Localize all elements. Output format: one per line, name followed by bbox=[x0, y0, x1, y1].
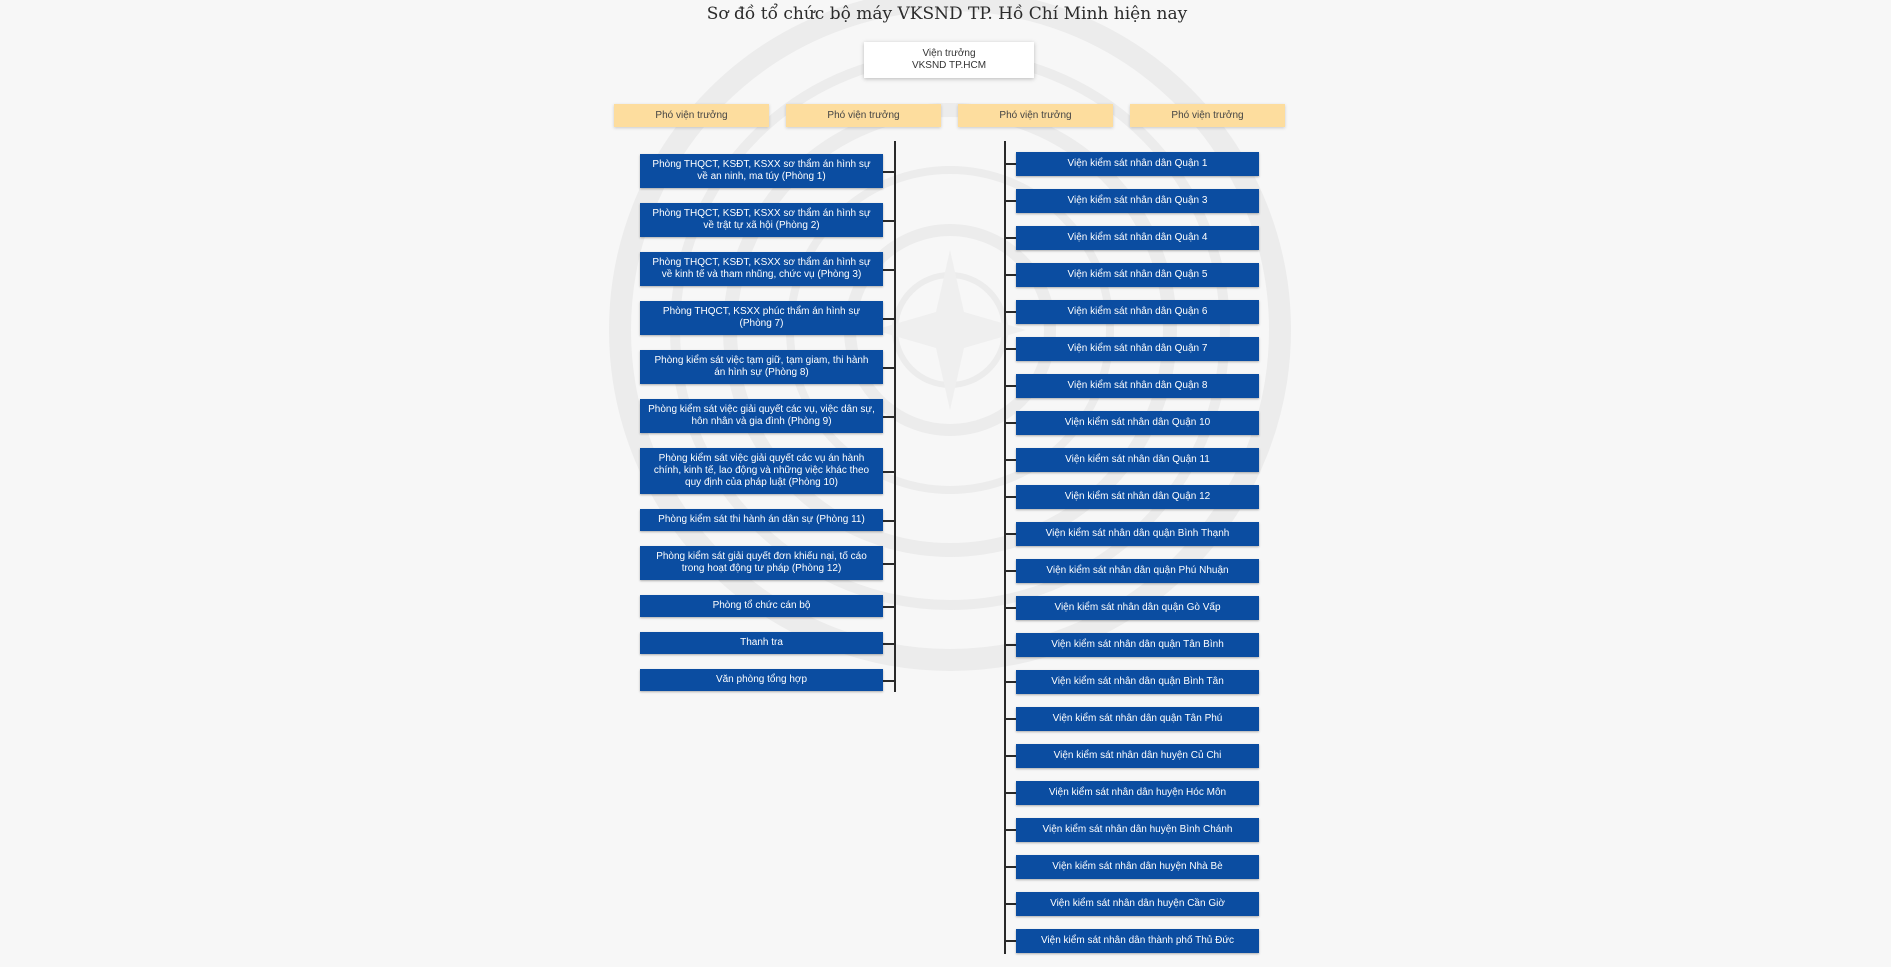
unit-connector bbox=[1004, 940, 1016, 942]
district-unit-box: Viện kiểm sát nhân dân Quận 3 bbox=[1016, 189, 1259, 213]
district-unit-box: Viện kiểm sát nhân dân Quận 4 bbox=[1016, 226, 1259, 250]
district-unit-box: Viện kiểm sát nhân dân huyện Bình Chánh bbox=[1016, 818, 1259, 842]
district-unit-box: Viện kiểm sát nhân dân Quận 6 bbox=[1016, 300, 1259, 324]
district-unit-box: Viện kiểm sát nhân dân quận Tân Phú bbox=[1016, 707, 1259, 731]
department-box: Phòng kiểm sát việc giải quyết các vụ án… bbox=[640, 448, 883, 494]
department-box: Thanh tra bbox=[640, 632, 883, 654]
department-box: Văn phòng tổng hợp bbox=[640, 669, 883, 691]
unit-connector bbox=[1004, 163, 1016, 165]
director-org: VKSND TP.HCM bbox=[911, 60, 987, 71]
unit-connector bbox=[1004, 718, 1016, 720]
unit-connector bbox=[1004, 496, 1016, 498]
departments-connector bbox=[883, 220, 895, 222]
district-unit-box: Viện kiểm sát nhân dân Quận 5 bbox=[1016, 263, 1259, 287]
departments-connector bbox=[883, 171, 895, 173]
unit-connector bbox=[1004, 829, 1016, 831]
unit-connector bbox=[1004, 533, 1016, 535]
unit-connector bbox=[1004, 607, 1016, 609]
district-unit-box: Viện kiểm sát nhân dân quận Gò Vấp bbox=[1016, 596, 1259, 620]
unit-connector bbox=[1004, 274, 1016, 276]
departments-connector bbox=[883, 367, 895, 369]
unit-connector bbox=[1004, 200, 1016, 202]
unit-connector bbox=[1004, 903, 1016, 905]
department-box: Phòng tổ chức cán bộ bbox=[640, 595, 883, 617]
unit-connector bbox=[1004, 237, 1016, 239]
departments-connector bbox=[883, 318, 895, 320]
director-box: Viện trưởng VKSND TP.HCM bbox=[864, 42, 1034, 78]
department-box: Phòng kiểm sát giải quyết đơn khiếu nại,… bbox=[640, 546, 883, 580]
district-unit-box: Viện kiểm sát nhân dân huyện Củ Chi bbox=[1016, 744, 1259, 768]
deputy-director-box: Phó viện trưởng bbox=[958, 104, 1113, 127]
deputy-director-box: Phó viện trưởng bbox=[786, 104, 941, 127]
departments-connector bbox=[883, 471, 895, 473]
deputy-director-box: Phó viện trưởng bbox=[1130, 104, 1285, 127]
department-box: Phòng THQCT, KSĐT, KSXX sơ thẩm án hình … bbox=[640, 154, 883, 188]
district-unit-box: Viện kiểm sát nhân dân huyện Hóc Môn bbox=[1016, 781, 1259, 805]
departments-connector bbox=[883, 606, 895, 608]
unit-connector bbox=[1004, 459, 1016, 461]
department-box: Phòng kiểm sát việc giải quyết các vụ, v… bbox=[640, 399, 883, 433]
deputy-director-box: Phó viện trưởng bbox=[614, 104, 769, 127]
unit-connector bbox=[1004, 644, 1016, 646]
district-unit-box: Viện kiểm sát nhân dân Quận 11 bbox=[1016, 448, 1259, 472]
district-unit-box: Viện kiểm sát nhân dân thành phố Thủ Đức bbox=[1016, 929, 1259, 953]
departments-connector bbox=[883, 269, 895, 271]
district-unit-box: Viện kiểm sát nhân dân Quận 1 bbox=[1016, 152, 1259, 176]
department-box: Phòng THQCT, KSXX phúc thẩm án hình sự (… bbox=[640, 301, 883, 335]
unit-connector bbox=[1004, 422, 1016, 424]
department-box: Phòng THQCT, KSĐT, KSXX sơ thẩm án hình … bbox=[640, 252, 883, 286]
unit-connector bbox=[1004, 385, 1016, 387]
unit-connector bbox=[1004, 311, 1016, 313]
departments-connector bbox=[883, 416, 895, 418]
unit-connector bbox=[1004, 348, 1016, 350]
district-unit-box: Viện kiểm sát nhân dân quận Bình Thạnh bbox=[1016, 522, 1259, 546]
department-box: Phòng kiểm sát thi hành án dân sự (Phòng… bbox=[640, 509, 883, 531]
departments-connector bbox=[883, 643, 895, 645]
unit-connector bbox=[1004, 792, 1016, 794]
unit-connector bbox=[1004, 570, 1016, 572]
units-connector-trunk bbox=[1004, 141, 1006, 954]
district-unit-box: Viện kiểm sát nhân dân quận Phú Nhuận bbox=[1016, 559, 1259, 583]
department-box: Phòng kiểm sát việc tạm giữ, tạm giam, t… bbox=[640, 350, 883, 384]
district-unit-box: Viện kiểm sát nhân dân huyện Nhà Bè bbox=[1016, 855, 1259, 879]
department-box: Phòng THQCT, KSĐT, KSXX sơ thẩm án hình … bbox=[640, 203, 883, 237]
district-unit-box: Viện kiểm sát nhân dân Quận 10 bbox=[1016, 411, 1259, 435]
district-unit-box: Viện kiểm sát nhân dân Quận 8 bbox=[1016, 374, 1259, 398]
unit-connector bbox=[1004, 866, 1016, 868]
departments-connector bbox=[883, 563, 895, 565]
district-unit-box: Viện kiểm sát nhân dân quận Bình Tân bbox=[1016, 670, 1259, 694]
district-unit-box: Viện kiểm sát nhân dân huyện Cần Giờ bbox=[1016, 892, 1259, 916]
departments-connector bbox=[883, 680, 895, 682]
chart-title: Sơ đồ tổ chức bộ máy VKSND TP. Hồ Chí Mi… bbox=[706, 4, 1188, 24]
director-title: Viện trưởng bbox=[922, 48, 976, 59]
unit-connector bbox=[1004, 755, 1016, 757]
departments-connector bbox=[883, 520, 895, 522]
district-unit-box: Viện kiểm sát nhân dân Quận 12 bbox=[1016, 485, 1259, 509]
district-unit-box: Viện kiểm sát nhân dân Quận 7 bbox=[1016, 337, 1259, 361]
district-unit-box: Viện kiểm sát nhân dân quận Tân Bình bbox=[1016, 633, 1259, 657]
unit-connector bbox=[1004, 681, 1016, 683]
